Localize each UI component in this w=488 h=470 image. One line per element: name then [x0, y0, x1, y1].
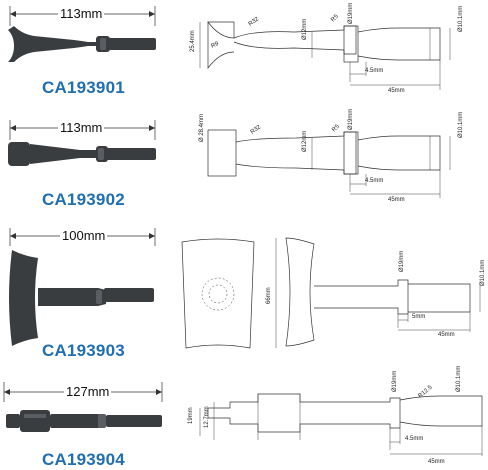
dim-label: Ø10.1mm	[458, 6, 464, 32]
dim-label: R5	[331, 123, 341, 133]
product-code: CA193901	[42, 78, 125, 97]
dim-label: R32	[248, 16, 261, 28]
dim-label: Ø19mm	[348, 3, 354, 24]
dim-label: Ø10.1mm	[456, 366, 462, 392]
dim-label: R5	[330, 13, 340, 23]
technical-drawing-3: 66mm Ø19mm Ø10.1mm 5mm 45mm	[266, 237, 486, 348]
dim-label: 19mm	[188, 407, 194, 424]
dim-label: 45mm	[438, 332, 455, 338]
product-code: CA193903	[42, 341, 125, 360]
dim-label: R32	[250, 124, 263, 136]
dim-label: Ø 28.4mm	[199, 114, 205, 142]
product-row-1: 25.4mm R9 R32 Ø12mm R5 Ø19mm Ø10.1mm 4.5…	[0, 0, 488, 115]
dim-label: 4.5mm	[405, 436, 423, 442]
technical-drawing-2: Ø 28.4mm R32 Ø12mm R5 Ø19mm Ø10.1mm 4.5m…	[199, 109, 464, 203]
product-2-photo-and-drawing: Ø 28.4mm R32 Ø12mm R5 Ø19mm Ø10.1mm 4.5m…	[8, 109, 464, 203]
length-label: 127mm	[64, 384, 112, 399]
chisel-photo-3	[9, 250, 154, 346]
chisel-photo-1	[8, 26, 156, 62]
chisel-photo-4	[6, 410, 162, 432]
dim-label: 4.5mm	[365, 178, 383, 184]
dim-label: 5mm	[412, 314, 425, 320]
product-row-4: 19mm 12.7mm Ø19mm R12.5 Ø10.1mm 4.5mm 45…	[0, 366, 488, 470]
technical-drawing-4: 19mm 12.7mm Ø19mm R12.5 Ø10.1mm 4.5mm 45…	[188, 366, 483, 465]
dim-label: Ø10.1mm	[458, 112, 464, 138]
dim-label: 4.5mm	[365, 68, 383, 74]
dim-label: 45mm	[428, 459, 445, 465]
dim-label: Ø12mm	[302, 131, 308, 152]
dim-label: R9	[210, 41, 220, 50]
face-view-drawing-3	[181, 238, 255, 349]
dim-label: Ø19mm	[348, 109, 354, 130]
dim-label: 45mm	[388, 88, 405, 94]
product-4-photo-and-drawing: 19mm 12.7mm Ø19mm R12.5 Ø10.1mm 4.5mm 45…	[3, 366, 483, 465]
dim-label: 45mm	[388, 197, 405, 203]
length-label: 113mm	[58, 6, 105, 21]
product-3-photo-and-drawing: 66mm Ø19mm Ø10.1mm 5mm 45mm	[9, 228, 486, 349]
product-1-photo-and-drawing: 25.4mm R9 R32 Ø12mm R5 Ø19mm Ø10.1mm 4.5…	[8, 3, 464, 94]
dim-label: Ø12mm	[302, 19, 308, 40]
product-row-3: 66mm Ø19mm Ø10.1mm 5mm 45mm 100mm CA1939…	[0, 222, 488, 362]
length-label: 100mm	[60, 228, 108, 243]
dim-label: Ø19mm	[399, 251, 405, 272]
length-label: 113mm	[58, 120, 105, 135]
dim-label: R12.5	[417, 384, 434, 399]
dim-label: Ø10.1mm	[480, 260, 486, 286]
dim-label: 12.7mm	[204, 406, 210, 428]
dim-label: 66mm	[266, 287, 272, 304]
dim-label: 25.4mm	[190, 30, 196, 52]
product-code: CA193904	[42, 450, 125, 469]
product-row-2: Ø 28.4mm R32 Ø12mm R5 Ø19mm Ø10.1mm 4.5m…	[0, 109, 488, 222]
chisel-photo-2	[8, 142, 156, 166]
technical-drawing-1: 25.4mm R9 R32 Ø12mm R5 Ø19mm Ø10.1mm 4.5…	[190, 3, 464, 94]
product-code: CA193902	[42, 190, 125, 209]
dim-label: Ø19mm	[392, 371, 398, 392]
